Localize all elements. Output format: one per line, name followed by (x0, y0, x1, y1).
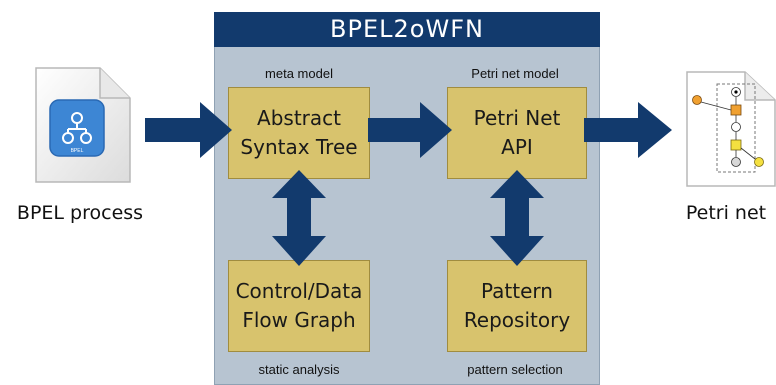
petri-net-label: Petri net (685, 202, 767, 224)
box-label-line2: Repository (463, 308, 571, 332)
arrow-api-to-output (584, 102, 672, 158)
petri-net-file-icon (686, 71, 776, 187)
box-label-line2: Flow Graph (242, 308, 356, 332)
box-label-line1: Petri Net (473, 106, 561, 130)
box-label-line2: API (501, 135, 533, 159)
arrow-ast-to-api (368, 102, 452, 158)
box-label-line1: Abstract (257, 106, 341, 130)
panel-title: BPEL2oWFN (214, 12, 600, 47)
petri-net-api-box: Petri Net API (447, 87, 587, 179)
caption-petri-net-model: Petri net model (471, 66, 559, 81)
bpel-file-icon: BPEL (35, 67, 131, 183)
caption-static-analysis: static analysis (258, 362, 340, 377)
pattern-repository-box: Pattern Repository (447, 260, 587, 352)
caption-pattern-selection: pattern selection (467, 362, 563, 377)
caption-meta-model: meta model (265, 66, 333, 81)
box-label-line2: Syntax Tree (240, 135, 358, 159)
double-arrow-ast-cfg (272, 170, 326, 266)
arrow-input-to-ast (145, 102, 232, 158)
bpel-process-label: BPEL process (16, 202, 144, 224)
bpel-icon-text: BPEL (71, 148, 84, 154)
box-label-line1: Control/Data (235, 279, 363, 303)
box-label-line1: Pattern (481, 279, 553, 303)
double-arrow-api-repo (490, 170, 544, 266)
abstract-syntax-tree-box: Abstract Syntax Tree (228, 87, 370, 179)
